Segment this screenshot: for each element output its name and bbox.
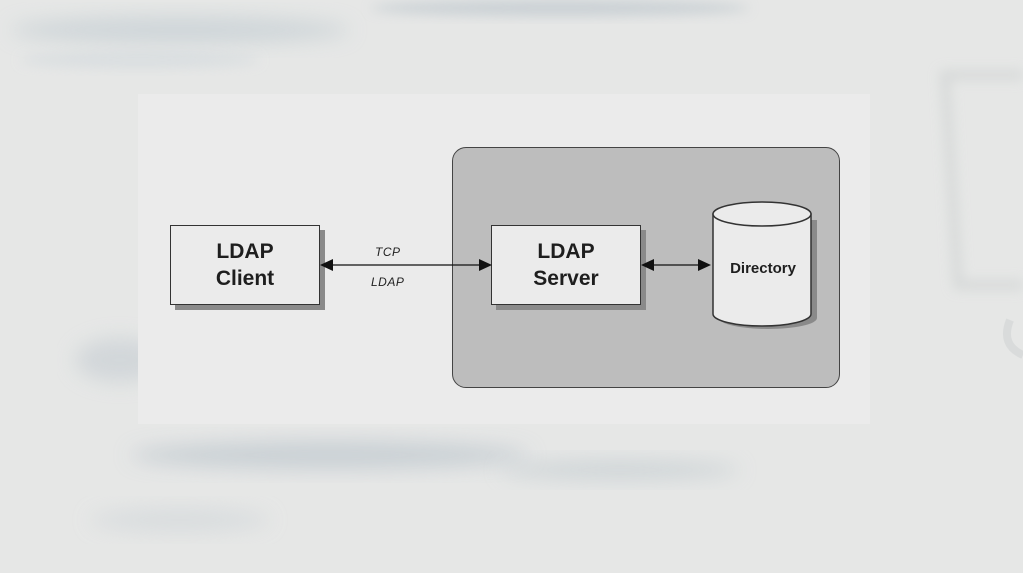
server-label-line2: Server: [533, 267, 599, 290]
server-label-line1: LDAP: [537, 240, 595, 263]
tcp-protocol-label: TCP: [375, 245, 401, 259]
ldap-server-box: LDAP Server: [491, 225, 641, 305]
ldap-protocol-label: LDAP: [371, 275, 405, 289]
client-label-line2: Client: [215, 267, 275, 290]
client-label-line1: LDAP: [216, 240, 274, 263]
directory-label: Directory: [730, 260, 796, 277]
ldap-client-box: LDAP Client: [170, 225, 320, 305]
